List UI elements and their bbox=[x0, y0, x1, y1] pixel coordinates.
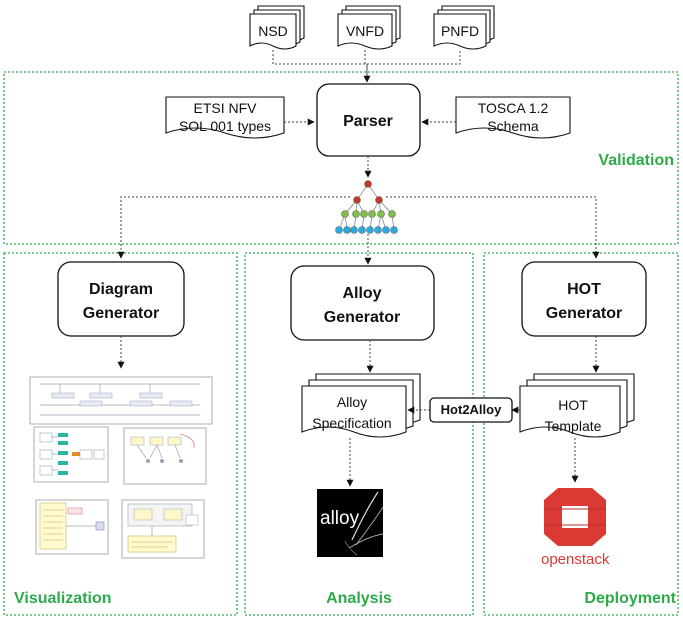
deployment-region bbox=[483, 252, 679, 616]
deployment-label: Deployment bbox=[584, 590, 676, 607]
tosca-schema-document: TOSCA 1.2 Schema bbox=[455, 96, 571, 139]
diagram-generator-line1: Diagram bbox=[89, 281, 153, 298]
visualization-label: Visualization bbox=[14, 590, 112, 607]
hot-generator-line2: Generator bbox=[546, 305, 622, 322]
parse-tree-icon bbox=[335, 180, 398, 234]
tree-connectors bbox=[117, 196, 600, 265]
alloy-generator-line1: Alloy bbox=[342, 285, 381, 302]
hot-generator-line1: HOT bbox=[567, 281, 601, 298]
alloy-generator-box: Alloy Generator bbox=[290, 265, 435, 341]
tosca-line2: Schema bbox=[487, 118, 539, 134]
etsi-nfv-document: ETSI NFV SOL 001 types bbox=[165, 96, 285, 139]
inputs-connector bbox=[272, 50, 461, 83]
alloy-generator-line2: Generator bbox=[324, 309, 400, 326]
nsd-label: NSD bbox=[258, 23, 288, 39]
diagram-thumbnail-wide bbox=[29, 376, 213, 425]
nsd-document-stack: NSD bbox=[249, 5, 305, 50]
vnfd-label: VNFD bbox=[346, 23, 384, 39]
diagram-generator-box: Diagram Generator bbox=[57, 261, 185, 337]
alloy-spec-line1: Alloy bbox=[337, 394, 367, 410]
openstack-logo-text: openstack bbox=[541, 551, 610, 568]
hot-template-stack: HOT Template bbox=[519, 373, 635, 438]
pnfd-label: PNFD bbox=[441, 23, 479, 39]
alloy-logo: alloy bbox=[317, 489, 384, 557]
etsi-line2: SOL 001 types bbox=[179, 118, 271, 134]
parser-label: Parser bbox=[343, 113, 393, 130]
diagram-thumbnail-components bbox=[121, 499, 205, 559]
openstack-logo: openstack bbox=[541, 488, 610, 568]
hot-generator-box: HOT Generator bbox=[521, 261, 647, 337]
diagram-thumbnail-notes bbox=[35, 499, 109, 555]
hot-template-line2: Template bbox=[545, 418, 602, 434]
hot2alloy-label: Hot2Alloy bbox=[441, 402, 502, 417]
tosca-line1: TOSCA 1.2 bbox=[478, 100, 549, 116]
hot-template-line1: HOT bbox=[558, 397, 588, 413]
parser-box: Parser bbox=[316, 83, 421, 157]
vnfd-document-stack: VNFD bbox=[337, 5, 401, 50]
diagram-thumbnail-teal bbox=[33, 426, 109, 483]
alloy-spec-line2: Specification bbox=[312, 415, 391, 431]
hot2alloy-box: Hot2Alloy bbox=[429, 397, 513, 423]
diagram-thumbnail-seq bbox=[123, 427, 207, 485]
pnfd-document-stack: PNFD bbox=[433, 5, 495, 50]
alloy-logo-text: alloy bbox=[320, 508, 360, 529]
etsi-line1: ETSI NFV bbox=[193, 100, 257, 116]
validation-label: Validation bbox=[598, 152, 674, 169]
analysis-label: Analysis bbox=[326, 590, 392, 607]
validation-region bbox=[3, 71, 679, 245]
alloy-specification-stack: Alloy Specification bbox=[301, 373, 421, 438]
analysis-region bbox=[244, 252, 474, 616]
diagram-generator-line2: Generator bbox=[83, 305, 159, 322]
